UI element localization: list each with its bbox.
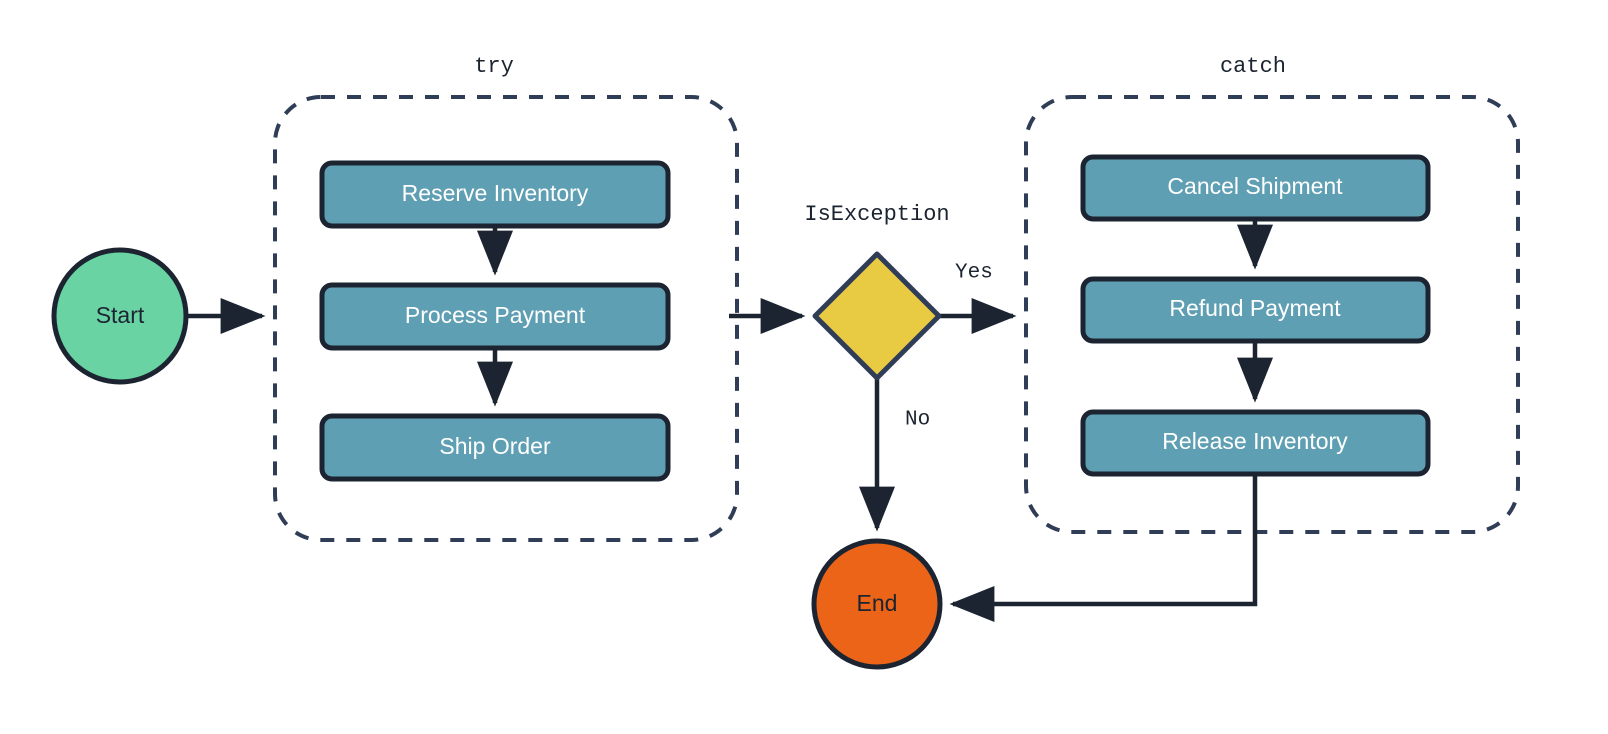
reserve-inventory-box[interactable] — [319, 160, 671, 229]
process-payment-box[interactable] — [319, 282, 671, 351]
process-payment-label: Process Payment — [405, 302, 586, 328]
start-circle[interactable] — [51, 247, 189, 385]
release-inventory-box[interactable] — [1080, 409, 1431, 477]
edge-label-yes: Yes — [955, 262, 993, 285]
node-cancel-shipment[interactable]: Cancel Shipment — [1080, 154, 1431, 222]
node-start[interactable]: Start — [51, 247, 189, 385]
edge-release-to-end — [949, 474, 1258, 622]
ship-order-label: Ship Order — [439, 433, 551, 459]
cancel-shipment-box[interactable] — [1080, 154, 1431, 222]
start-label: Start — [96, 302, 145, 328]
cluster-try-label: try — [474, 54, 514, 79]
cluster-try-border — [273, 95, 739, 542]
cancel-shipment-label: Cancel Shipment — [1167, 173, 1343, 199]
node-ship-order[interactable]: Ship Order — [319, 413, 671, 482]
node-process-payment[interactable]: Process Payment — [319, 282, 671, 351]
node-is-exception[interactable]: IsException — [804, 202, 950, 381]
cluster-try: try — [273, 54, 739, 542]
node-refund-payment[interactable]: Refund Payment — [1080, 276, 1431, 344]
refund-payment-label: Refund Payment — [1169, 295, 1341, 321]
end-label: End — [857, 590, 898, 616]
node-release-inventory[interactable]: Release Inventory — [1080, 409, 1431, 477]
cluster-catch: catch — [1024, 54, 1520, 534]
edge-label-no: No — [905, 409, 930, 432]
edge-layer: Yes No — [186, 219, 1273, 622]
is-exception-label: IsException — [804, 202, 949, 227]
ship-order-box[interactable] — [319, 413, 671, 482]
is-exception-diamond[interactable] — [812, 251, 942, 381]
cluster-catch-label: catch — [1220, 54, 1286, 79]
node-reserve-inventory[interactable]: Reserve Inventory — [319, 160, 671, 229]
reserve-inventory-label: Reserve Inventory — [402, 180, 589, 206]
release-inventory-label: Release Inventory — [1162, 428, 1348, 454]
refund-payment-box[interactable] — [1080, 276, 1431, 344]
end-circle[interactable] — [811, 538, 943, 670]
node-end[interactable]: End — [811, 538, 943, 670]
